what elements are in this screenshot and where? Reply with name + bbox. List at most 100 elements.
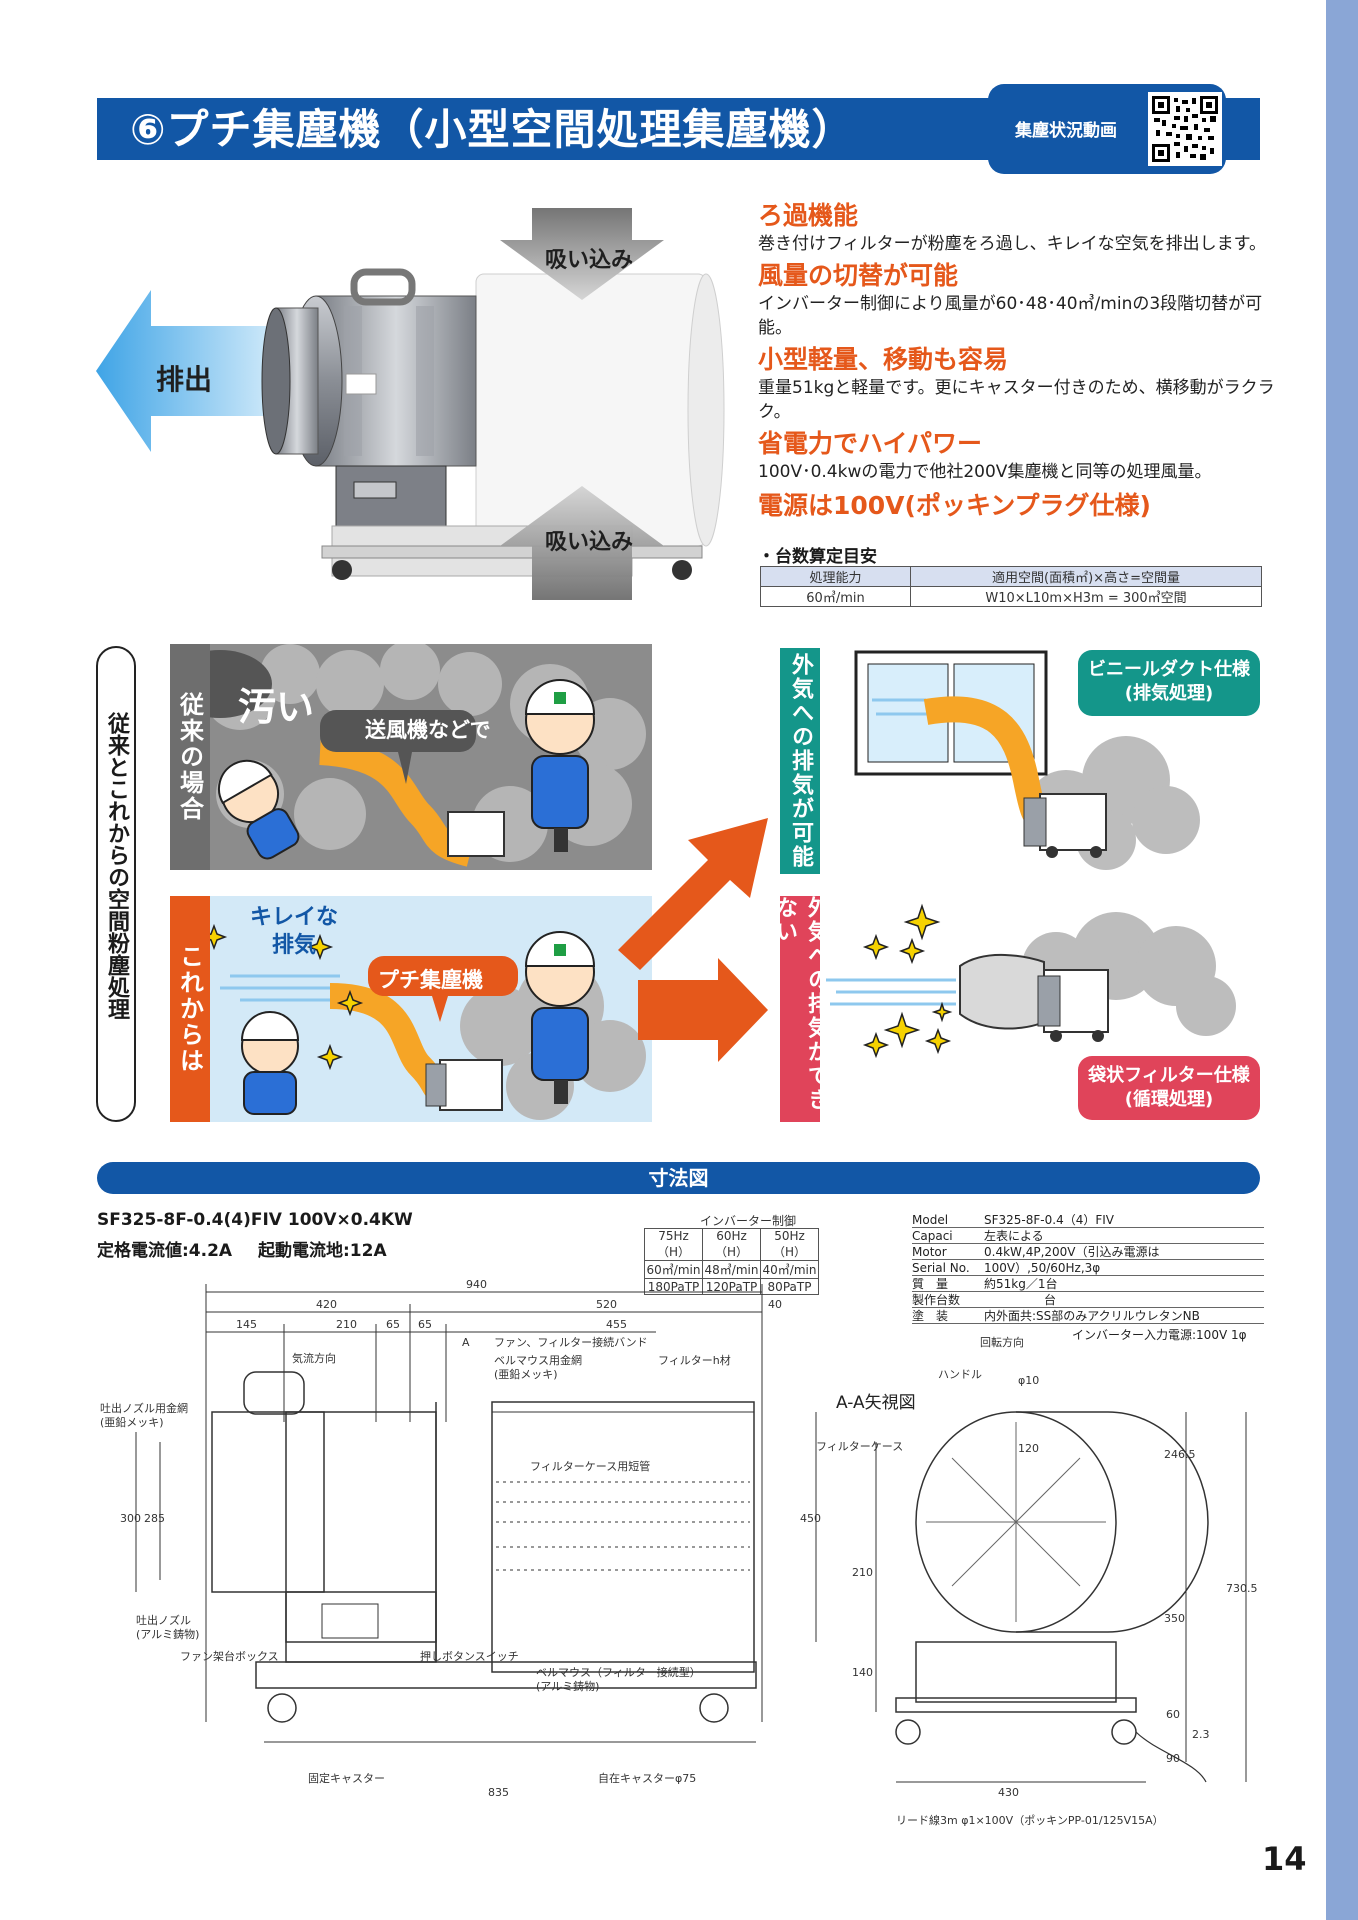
calc-table: 処理能力 適用空間(面積㎡)×高さ=空間量 60㎥/min W10×L10m×H… bbox=[760, 566, 1262, 607]
dimension-title-bar: 寸法図 bbox=[97, 1162, 1260, 1194]
spec-key: Motor bbox=[912, 1245, 947, 1259]
spec-key: 質 量 bbox=[912, 1277, 949, 1291]
label-airflow: 気流方向 bbox=[292, 1351, 336, 1365]
clean-air-line-2: 排気 bbox=[272, 933, 317, 958]
inverter-power: インバーター入力電源:100V 1φ bbox=[1072, 1328, 1247, 1342]
bag-filter-sub: (循環処理) bbox=[1124, 1089, 1214, 1110]
product-photo bbox=[96, 196, 736, 616]
inverter-cell: 60Hz（H） bbox=[702, 1228, 761, 1261]
dim-phi10: φ10 bbox=[1018, 1374, 1039, 1387]
label-bellmouth-mesh-sub: (亜鉛メッキ) bbox=[494, 1367, 558, 1381]
dim-430: 430 bbox=[998, 1786, 1019, 1799]
bag-filter-scene bbox=[826, 903, 1236, 1059]
calc-cell: W10×L10m×H3m = 300㎥空間 bbox=[910, 586, 1262, 607]
spec-row: Serial No. bbox=[912, 1260, 1264, 1276]
inverter-cell: 180PaTP bbox=[644, 1278, 703, 1295]
spec-value: SF325-8F-0.4（4）FIV bbox=[984, 1213, 1114, 1227]
dim-210: 210 bbox=[336, 1318, 357, 1331]
label-lead-wire: リード線3m φ1×100V（ポッキンPP-01/125V15A） bbox=[896, 1813, 1164, 1827]
intake-bottom-arrow-icon bbox=[500, 486, 664, 600]
spec-value: 内外面共:SS部のみアクリルウレタンNB bbox=[984, 1309, 1200, 1323]
comparison-side-box bbox=[96, 646, 136, 1122]
label-nozzle-mesh-sub: (亜鉛メッキ) bbox=[100, 1415, 164, 1429]
calc-header: 適用空間(面積㎡)×高さ=空間量 bbox=[910, 566, 1262, 587]
inverter-table: 75Hz（H） 60Hz（H） 50Hz（H） 60㎥/min 48㎥/min … bbox=[644, 1228, 819, 1295]
vinyl-duct-title: ビニールダクト仕様 bbox=[1088, 659, 1250, 680]
label-push-switch: 押しボタンスイッチ bbox=[420, 1649, 519, 1663]
label-bellmouth-mesh: ベルマウス用金網 bbox=[494, 1353, 582, 1367]
dim-450: 450 bbox=[800, 1512, 821, 1525]
bag-filter-tag: 袋状フィルター仕様 (循環処理) bbox=[1078, 1056, 1260, 1120]
spec-row: Model SF325-8F-0.4（4）FIV bbox=[912, 1212, 1264, 1228]
after-label: これからは bbox=[170, 896, 210, 1122]
label-nozzle: 吐出ノズル bbox=[136, 1613, 191, 1627]
page-number: 14 bbox=[1262, 1840, 1307, 1878]
before-label: 従来の場合 bbox=[170, 644, 210, 870]
feature-text: 100V･0.4kwの電力で他社200V集塵機と同等の処理風量。 bbox=[758, 462, 1212, 482]
model-line: SF325-8F-0.4(4)FIV 100V×0.4KW bbox=[97, 1210, 413, 1230]
spec-key: 製作台数 bbox=[912, 1293, 961, 1307]
dim-40: 40 bbox=[768, 1298, 782, 1311]
spec-value: 台 bbox=[984, 1293, 1057, 1307]
calc-cell: 60㎥/min bbox=[760, 586, 911, 607]
feature-heading: 省電力でハイパワー bbox=[758, 429, 983, 458]
feature-heading: 電源は100V(ポッキンプラグ仕様) bbox=[758, 491, 1151, 520]
outside-ng-label: 外気への排気ができない bbox=[772, 896, 829, 1122]
spec-value: 約51kg／1台 bbox=[984, 1277, 1058, 1291]
aa-view-title: A-A矢視図 bbox=[836, 1393, 916, 1413]
inverter-cell: 75Hz（H） bbox=[644, 1228, 703, 1261]
spec-key: 塗 装 bbox=[912, 1309, 949, 1323]
dim-835: 835 bbox=[488, 1786, 509, 1799]
comparison-side-title: 従来とこれからの空間粉塵処理 bbox=[104, 712, 129, 1020]
dim-210-vertical: 210 bbox=[852, 1566, 873, 1579]
spec-row: 製作台数 台 bbox=[912, 1292, 1264, 1308]
label-bellmouth: ベルマウス（フィルター接続型） bbox=[536, 1665, 701, 1679]
feature-text: 重量51kgと軽量です。更にキャスター付きのため、横移動がラクラク。 bbox=[758, 378, 1275, 422]
worker-happy-icon bbox=[240, 1011, 300, 1115]
inverter-cell: 120PaTP bbox=[702, 1278, 761, 1295]
label-filter-case-tube: フィルターケース用短管 bbox=[530, 1459, 650, 1473]
label-nozzle-mesh: 吐出ノズル用金網 bbox=[100, 1401, 188, 1415]
vinyl-duct-sub: (排気処理) bbox=[1124, 683, 1214, 704]
section-a-mark: A bbox=[462, 1336, 470, 1349]
side-color-strip bbox=[1326, 0, 1358, 1920]
dimension-drawing: 940 420 520 40 145 210 65 65 455 A ファン、フ… bbox=[100, 1278, 1258, 1827]
spec-value: 左表による bbox=[984, 1229, 1044, 1243]
duct-icon bbox=[319, 739, 474, 867]
spec-row: 質 量 約51kg／1台 bbox=[912, 1276, 1264, 1292]
spec-row: Motor 0.4kW,4P,200V（引込み電源は100V）,50/60Hz,3… bbox=[912, 1244, 1264, 1275]
dim-65a: 65 bbox=[386, 1318, 400, 1331]
outside-ok-label: 外気への排気が可能 bbox=[780, 648, 820, 874]
inverter-title: インバーター制御 bbox=[700, 1214, 797, 1228]
feature-heading: 小型軽量、移動も容易 bbox=[758, 345, 1009, 374]
label-band: ファン、フィルター接続バンド bbox=[494, 1335, 648, 1349]
dim-145: 145 bbox=[236, 1318, 257, 1331]
dim-2-3: 2.3 bbox=[1192, 1728, 1210, 1741]
label-rotation: 回転方向 bbox=[980, 1335, 1024, 1349]
feature-heading: 風量の切替が可能 bbox=[758, 261, 959, 290]
bag-filter-icon bbox=[959, 954, 1045, 1030]
after-panel bbox=[165, 896, 652, 1122]
label-bellmouth-sub: (アルミ鋳物) bbox=[536, 1679, 599, 1693]
spec-key: Model bbox=[912, 1213, 949, 1227]
spec-row: 塗 装 内外面共:SS部のみアクリルウレタンNB bbox=[912, 1308, 1264, 1324]
clean-air-label: キレイな 排気 bbox=[250, 904, 338, 960]
before-panel bbox=[168, 640, 652, 870]
dim-120: 120 bbox=[1018, 1442, 1039, 1455]
worker-icon bbox=[524, 679, 596, 852]
worker-sick-icon bbox=[218, 759, 300, 860]
inverter-cell: 80PaTP bbox=[760, 1278, 819, 1295]
rated-current: 定格電流値:4.2A bbox=[97, 1241, 233, 1261]
calc-header: 処理能力 bbox=[760, 566, 911, 587]
inverter-cell: 60㎥/min bbox=[644, 1260, 703, 1279]
label-filter-case: フィルターケース bbox=[816, 1440, 903, 1453]
clean-air-line-1: キレイな bbox=[250, 905, 339, 930]
qr-code-icon[interactable] bbox=[1148, 92, 1222, 166]
dim-520: 520 bbox=[596, 1298, 617, 1311]
intake-bottom-label: 吸い込み bbox=[545, 530, 634, 555]
vinyl-duct-scene bbox=[854, 650, 1200, 870]
spec-value: 0.4kW,4P,200V（引込み電源は100V）,50/60Hz,3φ bbox=[984, 1245, 1160, 1275]
dim-60: 60 bbox=[1166, 1708, 1180, 1721]
